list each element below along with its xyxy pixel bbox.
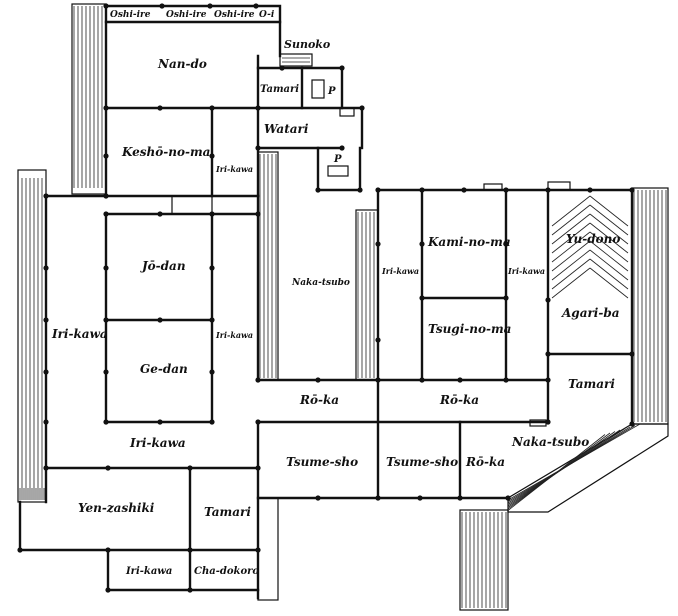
label-naka-tsubo-1: Naka-tsubo — [291, 278, 350, 288]
label-tamari-right: Tamari — [568, 377, 615, 391]
label-yen-zashiki: Yen-zashiki — [78, 501, 155, 515]
label-gedan: Ge-dan — [140, 362, 188, 376]
label-kami-no-ma: Kami-no-ma — [427, 235, 511, 249]
bath-slats — [551, 195, 629, 299]
label-irikawa-kami-r: Iri-kawa — [507, 266, 545, 276]
label-irikawa-jodan: Iri-kawa — [215, 330, 253, 340]
label-nando: Nan-do — [157, 57, 207, 71]
post-markers — [17, 3, 635, 593]
sunoko-hatch — [279, 53, 313, 67]
label-kesho-no-ma: Keshō-no-ma — [121, 145, 210, 159]
veranda-middle — [257, 151, 279, 381]
label-tsume-sho-1: Tsume-sho — [286, 455, 358, 469]
label-tamari-top: Tamari — [260, 84, 299, 95]
label-irikawa-kami-l: Iri-kawa — [381, 266, 419, 276]
label-agari-ba: Agari-ba — [561, 306, 620, 320]
label-oi: O-i — [259, 10, 275, 20]
label-tsugi-no-ma: Tsugi-no-ma — [428, 322, 511, 336]
label-naka-tsubo-2: Naka-tsubo — [511, 435, 589, 449]
label-sunoko: Sunoko — [284, 38, 330, 51]
veranda-left — [17, 169, 47, 503]
veranda-inner — [355, 209, 379, 381]
label-oshiire-3: Oshi-ire — [214, 10, 255, 20]
label-oshiire-2: Oshi-ire — [166, 10, 207, 20]
label-tamari-bottom: Tamari — [204, 505, 251, 519]
label-irikawa-bottom: Iri-kawa — [129, 436, 186, 450]
label-roka-3: Rō-ka — [465, 455, 505, 469]
label-tsume-sho-2: Tsume-sho — [386, 455, 458, 469]
veranda-bottom — [459, 509, 509, 611]
veranda-bottom-left — [19, 488, 45, 500]
label-p-mid: P — [333, 154, 342, 165]
veranda-top-left — [71, 3, 107, 195]
label-p-top: P — [327, 86, 336, 97]
label-irikawa-kitchen: Iri-kawa — [125, 566, 172, 577]
label-irikawa-kesho: Iri-kawa — [215, 164, 253, 174]
label-yu-dono: Yu-dono — [566, 232, 620, 246]
label-watari: Watari — [264, 122, 309, 136]
label-oshiire-1: Oshi-ire — [110, 10, 151, 20]
room-labels: Oshi-ire Oshi-ire Oshi-ire O-i Sunoko Na… — [51, 10, 620, 577]
label-irikawa-left: Iri-kawa — [51, 327, 108, 341]
label-roka-2: Rō-ka — [439, 393, 479, 407]
label-cha-dokoro: Cha-dokoro — [194, 566, 259, 577]
veranda-right — [631, 187, 669, 425]
label-roka-1: Rō-ka — [299, 393, 339, 407]
label-jodan: Jō-dan — [140, 259, 186, 273]
